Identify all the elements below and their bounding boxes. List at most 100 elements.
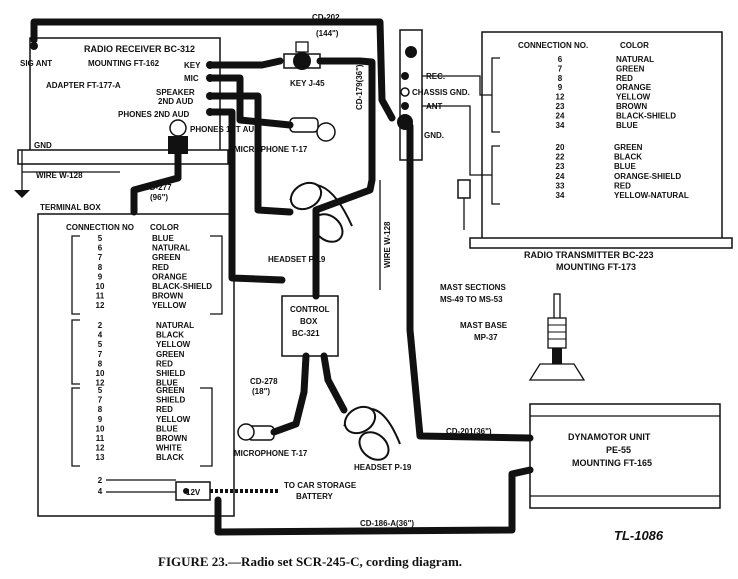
dynamotor-body [529, 403, 721, 509]
connection-color: BLACK-SHIELD [616, 111, 676, 120]
connection-number: 8 [558, 74, 563, 83]
connection-number: 24 [556, 111, 565, 120]
connection-color: SHIELD [156, 396, 186, 405]
transmitter-mounting [469, 237, 733, 249]
receiver-mounting-label: MOUNTING FT-162 [88, 59, 160, 68]
connection-color: BROWN [616, 102, 647, 111]
antenna-post-icon [30, 42, 38, 50]
terminal-box-body [37, 213, 235, 517]
plug-body-icon [168, 136, 188, 154]
connection-number: 9 [558, 83, 563, 92]
cd-201-label: CD-201(36") [446, 427, 492, 436]
connection-number: 20 [556, 143, 565, 152]
connection-color: BROWN [152, 292, 183, 301]
connection-color: BLACK-SHIELD [152, 282, 212, 291]
jack-label-speaker: SPEAKER [156, 88, 195, 97]
connection-color: YELLOW-NATURAL [614, 191, 689, 200]
cd-278-length: (18") [252, 387, 270, 396]
headset-bottom-label: HEADSET P-19 [354, 463, 412, 472]
connection-color: GREEN [152, 253, 181, 262]
connection-number: 34 [556, 191, 565, 200]
connection-color: RED [614, 181, 631, 190]
connection-number: 4 [98, 487, 103, 496]
ant-terminal-icon [401, 102, 409, 110]
connection-number: 9 [98, 415, 103, 424]
connection-number: 11 [96, 292, 105, 301]
tx-header-color: COLOR [620, 41, 649, 50]
connection-color: RED [156, 405, 173, 414]
connection-number: 2 [98, 321, 103, 330]
figure-caption: FIGURE 23.—Radio set SCR-245-C, cording … [158, 554, 462, 569]
mast-spring-icon [547, 317, 567, 349]
rec-terminal-icon [401, 72, 409, 80]
tb-header-conn: CONNECTION NO [66, 223, 134, 232]
connection-number: 5 [98, 340, 103, 349]
connection-color: RED [156, 359, 173, 368]
connection-number: 7 [98, 396, 103, 405]
jack-label-2nd-aud: 2ND AUD [158, 97, 193, 106]
antenna-insulator-icon [405, 46, 417, 58]
connection-number: 12 [556, 93, 565, 102]
connection-color: YELLOW [616, 93, 651, 102]
cable-cd-201 [406, 122, 534, 442]
phones-plug-icon [169, 119, 187, 137]
earphone-icon [343, 405, 377, 435]
connection-color: YELLOW [152, 301, 187, 310]
mast-section-icon [553, 293, 561, 321]
connection-number: 8 [98, 359, 103, 368]
headset-bottom [343, 405, 401, 461]
receiver-title: RADIO RECEIVER BC-312 [84, 44, 195, 54]
key-lever-icon [295, 41, 309, 53]
connection-number: 12 [96, 379, 105, 388]
connection-color: BLUE [614, 162, 636, 171]
connection-color: BLACK [614, 153, 642, 162]
connection-color: BLACK [156, 331, 184, 340]
connection-color: ORANGE [152, 272, 188, 281]
cable-cd-277 [130, 146, 182, 216]
tb-header-color: COLOR [150, 223, 179, 232]
tx-terminal-rec: REC. [426, 72, 445, 81]
connection-color: BLUE [152, 234, 174, 243]
connection-color: SHIELD [156, 369, 186, 378]
jack-label-phones-2nd: PHONES 2ND AUD [118, 110, 189, 119]
connection-number: 7 [558, 64, 563, 73]
mast-base-stem-icon [552, 348, 562, 364]
mast-sections-line-2: MS-49 TO MS-53 [440, 295, 503, 304]
connection-color: GREEN [156, 350, 185, 359]
receiver-body [29, 37, 221, 161]
control-box-line-1: CONTROL [290, 305, 330, 314]
wire-w-128-label-right: WIRE W-128 [383, 221, 392, 268]
connection-number: 24 [556, 172, 565, 181]
transmitter-body [481, 31, 723, 243]
mast-base-line-2: MP-37 [474, 333, 498, 342]
mic-cable-bottom [270, 352, 310, 436]
cd-186-label: CD-186-A(36") [360, 519, 414, 528]
cd-202-label: CD-202 [312, 13, 340, 22]
cd-179-label: CD-179(36") [355, 64, 364, 110]
connection-color: RED [152, 263, 169, 272]
connection-number: 8 [98, 405, 103, 414]
connection-color: GREEN [614, 143, 643, 152]
tb-brace-1 [71, 235, 80, 315]
drawing-number: TL-1086 [614, 528, 664, 543]
dynamotor-unit [529, 403, 721, 509]
connection-number: 22 [556, 153, 565, 162]
jack-label-key: KEY [184, 61, 201, 70]
ground-arrow-icon [14, 190, 30, 198]
cable-cd-278 [206, 108, 286, 284]
connection-number: 7 [98, 350, 103, 359]
connection-color: NATURAL [616, 55, 654, 64]
fuse-icon [183, 488, 189, 494]
connection-color: BLUE [616, 121, 638, 130]
connection-number: 10 [96, 424, 105, 433]
connection-color: GREEN [156, 386, 185, 395]
receiver-gnd-label: GND [34, 141, 52, 150]
connection-number: 8 [98, 263, 103, 272]
key-knob-icon [293, 52, 311, 70]
microphone-top-label: MICROPHONE T-17 [234, 145, 308, 154]
tx-terminal-gnd: GND. [424, 131, 444, 140]
key-cable [206, 57, 284, 69]
